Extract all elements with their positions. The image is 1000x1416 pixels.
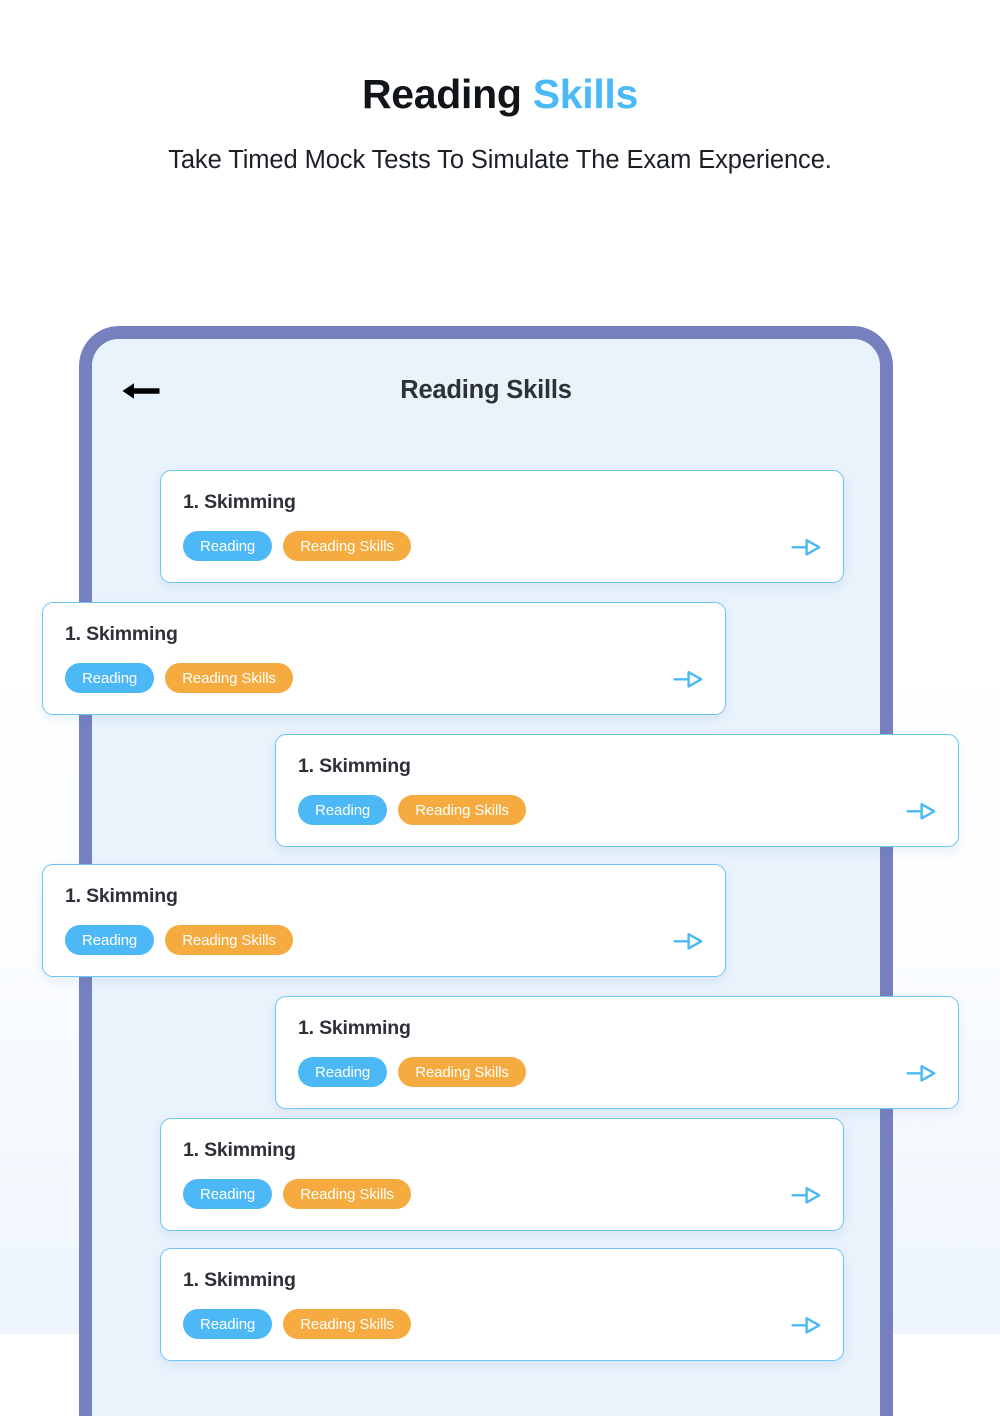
tag-reading-skills[interactable]: Reading Skills	[283, 531, 411, 561]
tag-reading-skills[interactable]: Reading Skills	[283, 1179, 411, 1209]
card-arrow-button[interactable]	[791, 534, 821, 560]
card-arrow-button[interactable]	[906, 798, 936, 824]
tag-reading[interactable]: Reading	[298, 1057, 388, 1087]
tag-reading-skills[interactable]: Reading Skills	[165, 663, 293, 693]
arrow-right-icon	[906, 1064, 936, 1082]
card-title: 1. Skimming	[65, 885, 178, 907]
card-arrow-button[interactable]	[791, 1182, 821, 1208]
app-bar-title: Reading Skills	[400, 376, 572, 404]
page-title-main: Reading	[361, 71, 533, 117]
tag-row: Reading Reading Skills	[65, 925, 293, 955]
card-arrow-button[interactable]	[673, 666, 703, 692]
card-title: 1. Skimming	[183, 491, 296, 513]
tag-row: Reading Reading Skills	[183, 1179, 411, 1209]
tag-row: Reading Reading Skills	[183, 1309, 411, 1339]
tag-reading[interactable]: Reading	[65, 925, 155, 955]
arrow-right-icon	[791, 1186, 821, 1204]
card-title: 1. Skimming	[65, 623, 178, 645]
page-subtitle: Take Timed Mock Tests To Simulate The Ex…	[168, 145, 832, 174]
card-title: 1. Skimming	[183, 1139, 296, 1161]
arrow-right-icon	[791, 538, 821, 556]
arrow-left-icon	[122, 382, 160, 399]
arrow-right-icon	[791, 1316, 821, 1334]
tag-row: Reading Reading Skills	[298, 795, 526, 825]
card-title: 1. Skimming	[183, 1269, 296, 1291]
tag-row: Reading Reading Skills	[65, 663, 293, 693]
app-bar: Reading Skills	[92, 339, 880, 442]
back-button[interactable]	[118, 374, 164, 408]
page-title: Reading Skills	[0, 71, 1000, 118]
card-arrow-button[interactable]	[791, 1312, 821, 1338]
card-title: 1. Skimming	[298, 1017, 411, 1039]
tag-reading[interactable]: Reading	[298, 795, 388, 825]
arrow-right-icon	[673, 932, 703, 950]
tag-row: Reading Reading Skills	[298, 1057, 526, 1087]
tag-reading[interactable]: Reading	[183, 1309, 273, 1339]
tag-reading-skills[interactable]: Reading Skills	[398, 795, 526, 825]
page-title-accent: Skills	[532, 71, 639, 117]
card-arrow-button[interactable]	[673, 928, 703, 954]
card-title: 1. Skimming	[298, 755, 411, 777]
tag-reading-skills[interactable]: Reading Skills	[283, 1309, 411, 1339]
tag-reading[interactable]: Reading	[183, 1179, 273, 1209]
tag-reading-skills[interactable]: Reading Skills	[165, 925, 293, 955]
tag-reading[interactable]: Reading	[183, 531, 273, 561]
arrow-right-icon	[673, 670, 703, 688]
arrow-right-icon	[906, 802, 936, 820]
page-header: Reading Skills Take Timed Mock Tests To …	[0, 0, 1000, 180]
tag-reading-skills[interactable]: Reading Skills	[398, 1057, 526, 1087]
tag-row: Reading Reading Skills	[183, 531, 411, 561]
card-arrow-button[interactable]	[906, 1060, 936, 1086]
tag-reading[interactable]: Reading	[65, 663, 155, 693]
